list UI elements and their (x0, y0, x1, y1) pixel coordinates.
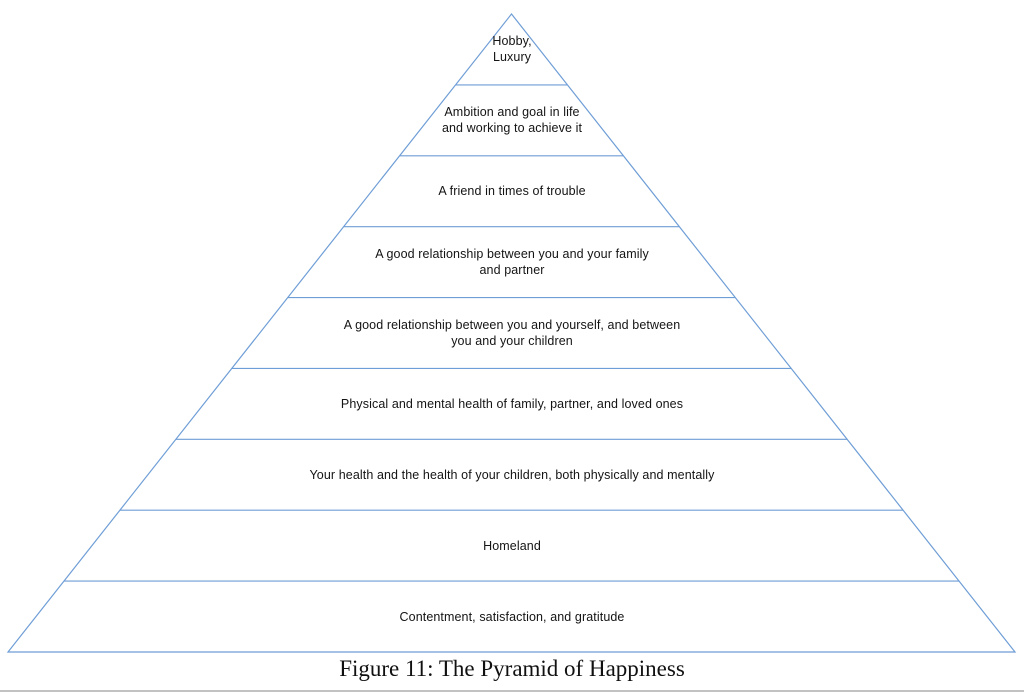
figure-caption: Figure 11: The Pyramid of Happiness (339, 656, 685, 681)
pyramid-outline (6, 13, 1017, 653)
